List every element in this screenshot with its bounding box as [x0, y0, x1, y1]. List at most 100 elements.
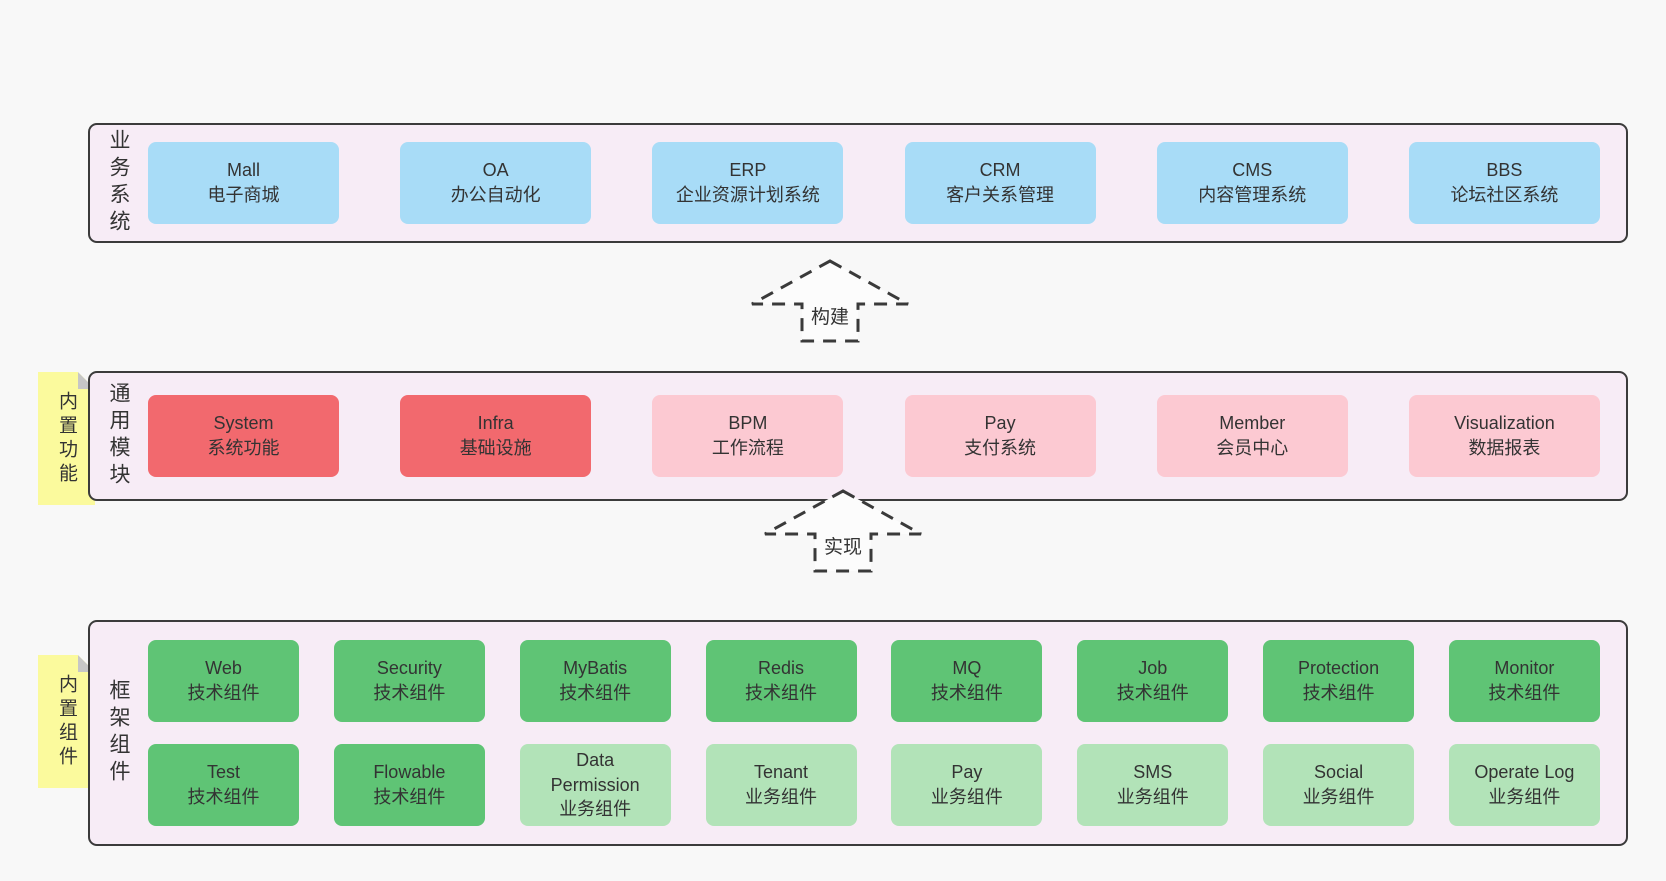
- box-subtitle: 技术组件: [559, 683, 632, 703]
- box-title: Visualization: [1454, 413, 1555, 434]
- box-subtitle: 业务组件: [1488, 787, 1561, 807]
- box-title: Pay: [951, 762, 983, 783]
- box-subtitle: 技术组件: [373, 683, 446, 703]
- box-subtitle: 内容管理系统: [1198, 185, 1307, 205]
- box-subtitle: 客户关系管理: [946, 185, 1055, 205]
- box-row: Test 技术组件 Flowable 技术组件 Data Permission 业务组件 T…: [148, 744, 1600, 826]
- box-web: Web 技术组件: [148, 640, 299, 722]
- box-title: Flowable: [373, 762, 446, 783]
- panel-label-text: 通用模块: [107, 382, 130, 490]
- box-title: OA: [482, 160, 509, 181]
- panel-framework-components: 框架组件 Web 技术组件 Security 技术组件 MyBatis 技术组件 Redis…: [88, 620, 1628, 846]
- box-title: Infra: [477, 413, 514, 434]
- box-subtitle: 技术组件: [187, 683, 260, 703]
- box-title: Job: [1138, 658, 1168, 679]
- box-subtitle: 业务组件: [559, 799, 632, 820]
- sticky-note-text: 内置功能: [56, 390, 77, 487]
- box-flowable: Flowable 技术组件: [333, 744, 485, 826]
- box-title: Security: [376, 658, 442, 679]
- box-pay: Pay 业务组件: [891, 744, 1043, 826]
- box-subtitle: 技术组件: [930, 683, 1003, 703]
- box-subtitle: 技术组件: [1488, 683, 1561, 703]
- sticky-note-text: 内置组件: [56, 673, 77, 770]
- box-subtitle: 论坛社区系统: [1450, 185, 1559, 205]
- box-subtitle: 业务组件: [1116, 787, 1189, 807]
- sticky-note-built-in-features: 内置功能: [38, 372, 95, 505]
- box-title: BPM: [728, 413, 768, 434]
- box-subtitle: 业务组件: [930, 787, 1003, 807]
- box-title: Tenant: [754, 762, 809, 783]
- box-mybatis: MyBatis 技术组件: [519, 640, 671, 722]
- box-protection: Protection 技术组件: [1263, 640, 1415, 722]
- box-subtitle: 技术组件: [745, 683, 818, 703]
- box-subtitle: 技术组件: [1302, 683, 1375, 703]
- box-title: Data Permission: [550, 749, 640, 795]
- box-subtitle: 会员中心: [1216, 438, 1289, 458]
- box-title: Mall: [226, 160, 260, 181]
- box-security: Security 技术组件: [333, 640, 485, 722]
- box-visualization: Visualization 数据报表: [1408, 395, 1600, 477]
- box-pay: Pay 支付系统: [904, 395, 1096, 477]
- box-mall: Mall 电子商城: [148, 142, 339, 224]
- sticky-note-built-in-components: 内置组件: [38, 655, 95, 788]
- arrow-label: 构建: [807, 302, 853, 329]
- box-title: Pay: [984, 413, 1016, 434]
- box-subtitle: 支付系统: [964, 438, 1037, 458]
- box-title: Protection: [1298, 658, 1380, 679]
- box-title: Monitor: [1494, 658, 1555, 679]
- box-title: Social: [1314, 762, 1364, 783]
- box-title: Operate Log: [1474, 762, 1575, 783]
- box-member: Member 会员中心: [1156, 395, 1348, 477]
- arrow-label: 实现: [820, 532, 866, 559]
- panel-label-text: 业务系统: [107, 129, 130, 237]
- box-title: MyBatis: [563, 658, 628, 679]
- box-subtitle: 企业资源计划系统: [675, 185, 820, 205]
- box-operate-log: Operate Log 业务组件: [1448, 744, 1600, 826]
- box-title: Redis: [758, 658, 805, 679]
- box-subtitle: 技术组件: [373, 787, 446, 807]
- panel-business-systems: 业务系统 Mall 电子商城 OA 办公自动化 ERP 企业资源计划系统 CRM 客户关系管理…: [88, 123, 1628, 243]
- box-subtitle: 数据报表: [1468, 438, 1541, 458]
- box-cms: CMS 内容管理系统: [1156, 142, 1348, 224]
- box-subtitle: 技术组件: [187, 787, 260, 807]
- box-data-permission: Data Permission 业务组件: [519, 744, 671, 826]
- box-oa: OA 办公自动化: [400, 142, 592, 224]
- up-arrow-build: 构建: [745, 258, 915, 344]
- box-subtitle: 工作流程: [711, 438, 784, 458]
- box-subtitle: 技术组件: [1116, 683, 1189, 703]
- box-subtitle: 电子商城: [207, 185, 280, 205]
- box-job: Job 技术组件: [1077, 640, 1229, 722]
- box-title: Test: [206, 762, 240, 783]
- panel-vertical-label: 业务系统: [90, 125, 146, 241]
- box-subtitle: 系统功能: [207, 438, 280, 458]
- box-monitor: Monitor 技术组件: [1448, 640, 1600, 722]
- box-crm: CRM 客户关系管理: [904, 142, 1096, 224]
- box-title: Web: [205, 658, 242, 679]
- box-system: System 系统功能: [148, 395, 339, 477]
- box-erp: ERP 企业资源计划系统: [652, 142, 844, 224]
- box-title: MQ: [952, 658, 982, 679]
- box-title: BBS: [1486, 160, 1523, 181]
- box-title: Member: [1219, 413, 1286, 434]
- box-bbs: BBS 论坛社区系统: [1408, 142, 1600, 224]
- box-title: System: [213, 413, 274, 434]
- box-row: Mall 电子商城 OA 办公自动化 ERP 企业资源计划系统 CRM 客户关系管理 CMS 内容…: [148, 142, 1600, 224]
- panel-box-rows: Mall 电子商城 OA 办公自动化 ERP 企业资源计划系统 CRM 客户关系管理 CMS 内容…: [146, 125, 1626, 241]
- up-arrow-implement: 实现: [758, 488, 928, 574]
- box-title: CRM: [979, 160, 1021, 181]
- box-subtitle: 办公自动化: [450, 185, 541, 205]
- box-test: Test 技术组件: [148, 744, 299, 826]
- box-title: ERP: [729, 160, 767, 181]
- panel-label-text: 框架组件: [107, 679, 130, 787]
- box-title: CMS: [1232, 160, 1273, 181]
- box-mq: MQ 技术组件: [891, 640, 1043, 722]
- box-title: SMS: [1133, 762, 1173, 783]
- box-bpm: BPM 工作流程: [652, 395, 844, 477]
